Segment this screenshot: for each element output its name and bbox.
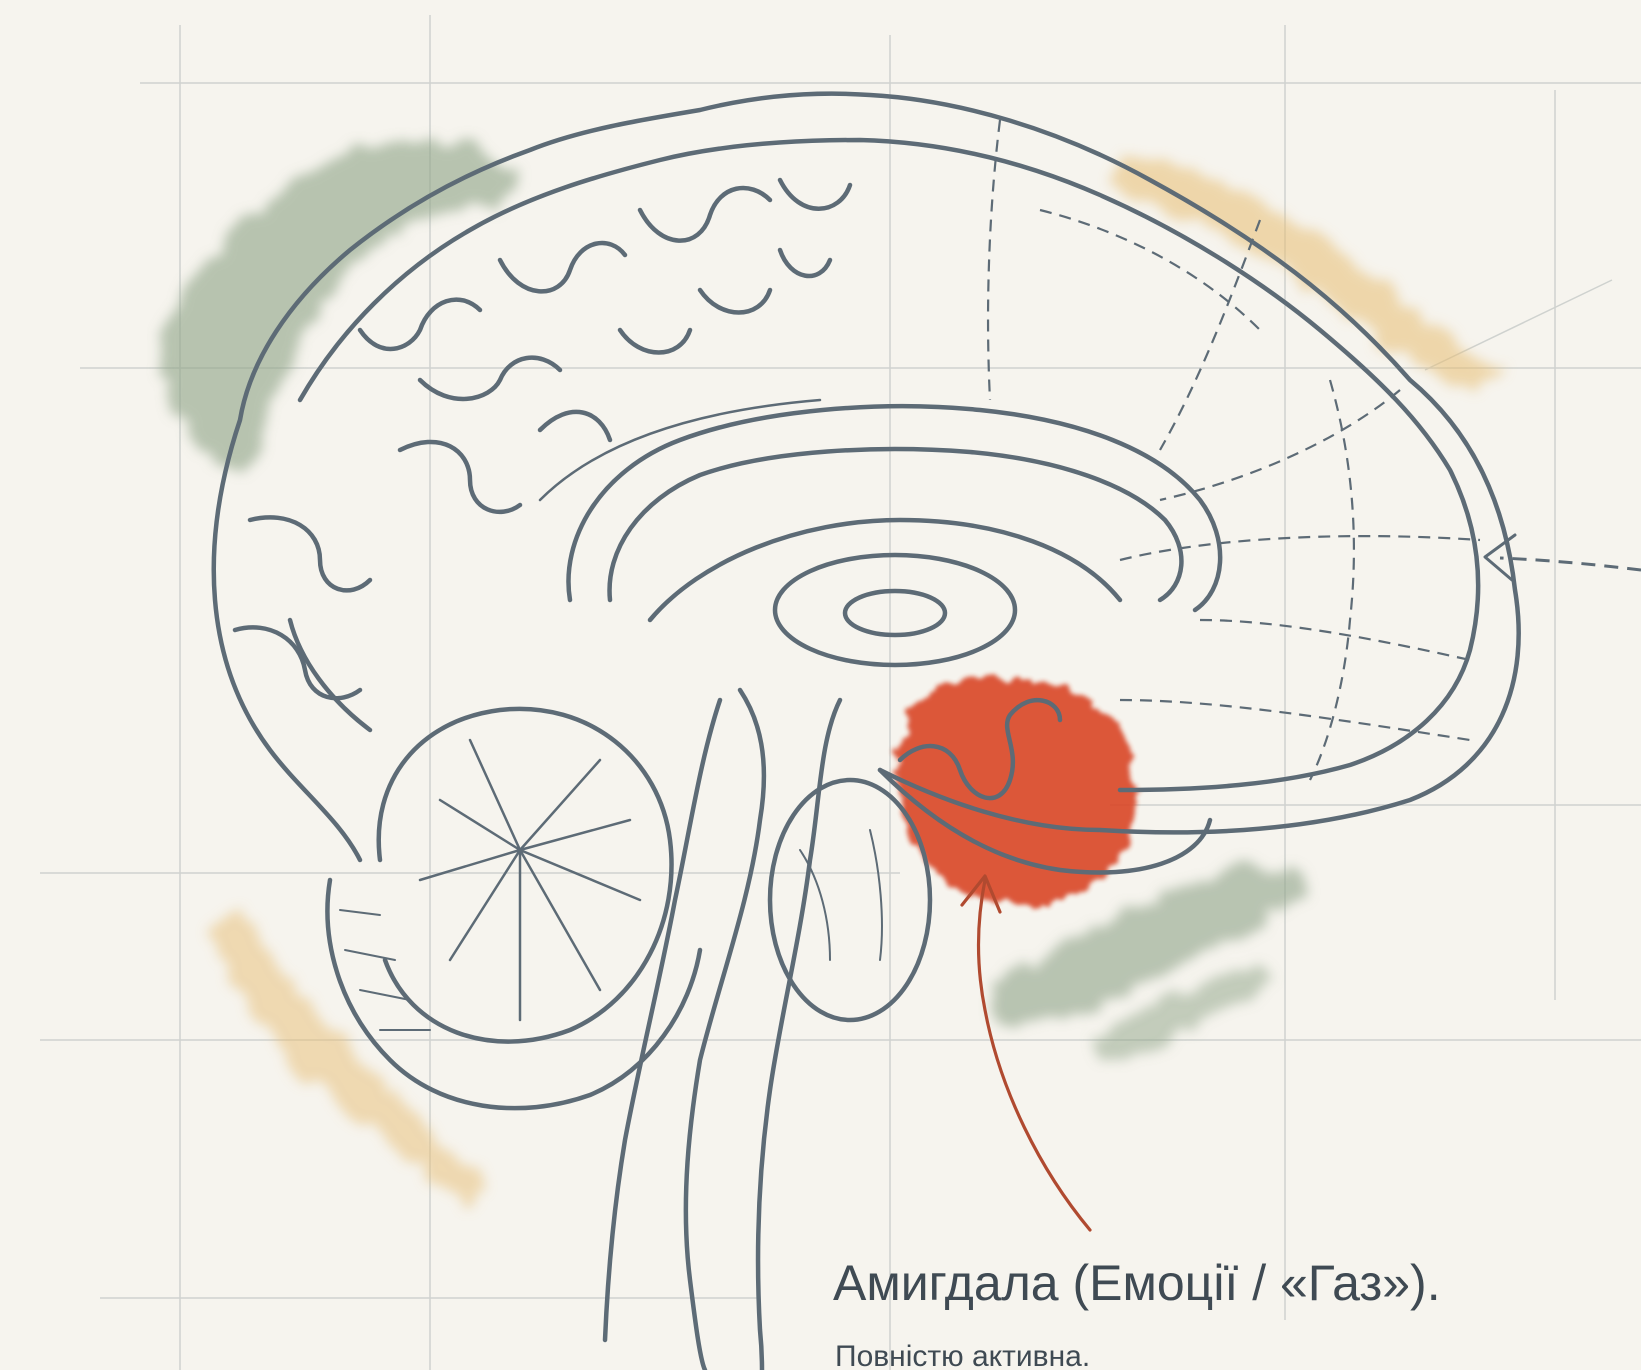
amygdala-highlight [899, 677, 1136, 904]
watercolor-washes [160, 140, 1500, 1205]
thalamus-outline [775, 555, 1015, 665]
amygdala-pointer-arrow [962, 876, 1090, 1230]
amygdala-label-title: Амигдала (Емоції / «Газ»). [833, 1258, 1441, 1308]
amygdala-label-subtitle: Повністю активна. [835, 1342, 1090, 1370]
corpus-callosum-outline [568, 406, 1220, 610]
pons-outline [770, 780, 930, 1020]
cerebral-cortex-outline [214, 94, 1519, 860]
